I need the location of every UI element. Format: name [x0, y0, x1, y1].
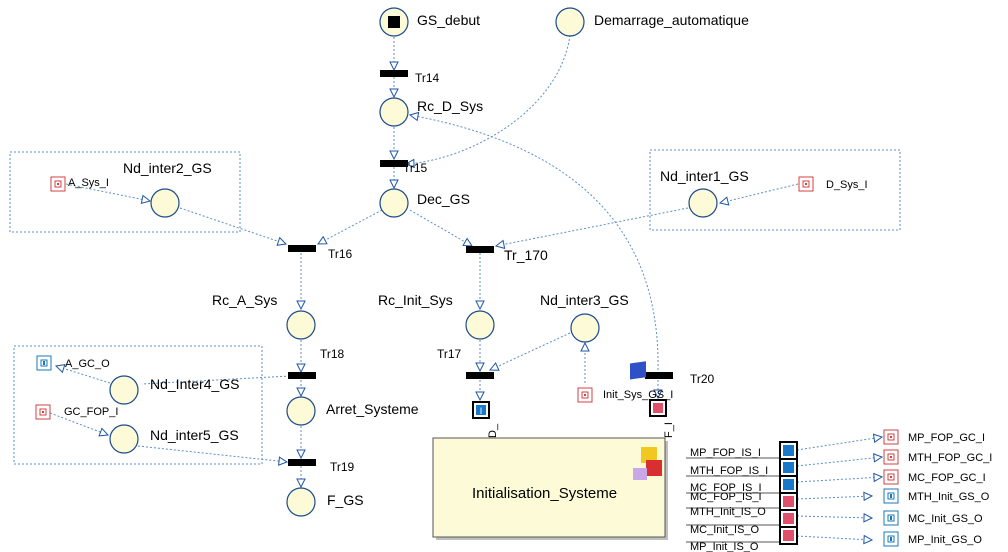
block-out-port-icon[interactable]	[779, 492, 798, 511]
block-in-port-icon[interactable]	[779, 458, 798, 477]
place-rc-a-sys-label: Rc_A_Sys	[212, 292, 277, 308]
port-gc-fop-i-label: GC_FOP_I	[64, 406, 118, 418]
place-rc-d-sys-label: Rc_D_Sys	[417, 98, 483, 114]
transition-tr14[interactable]	[380, 70, 408, 77]
place-nd-inter1-label: Nd_inter1_GS	[660, 168, 749, 184]
place-nd-inter4[interactable]	[109, 375, 139, 405]
external-out-label: MC_Init_GS_O	[908, 513, 983, 525]
block-initialisation[interactable]: Initialisation_Systeme I D_ F_I MP_FOP_I…	[432, 361, 798, 552]
transition-tr170-label: Tr_170	[504, 247, 548, 263]
transition-tr16[interactable]	[288, 245, 316, 252]
output-port-icon[interactable]	[883, 531, 899, 547]
port-init-sys-gs-i-label: Init_Sys_GS_I	[603, 389, 673, 401]
place-nd-inter2-label: Nd_inter2_GS	[123, 160, 212, 176]
arcs	[49, 34, 882, 540]
block-input-label: MC_FOP_IS_I	[690, 482, 762, 494]
place-dec-gs-label: Dec_GS	[417, 191, 470, 207]
input-port-icon[interactable]	[883, 449, 899, 465]
output-port-icon[interactable]	[883, 488, 899, 504]
external-in-label: MP_FOP_GC_I	[908, 432, 985, 444]
output-port-icon[interactable]	[36, 355, 52, 371]
port-d-sys-i-label: D_Sys_I	[826, 179, 868, 191]
input-port-icon[interactable]	[577, 387, 593, 403]
transition-tr16-label: Tr16	[328, 247, 353, 261]
block-d-port-label: D_	[487, 423, 499, 438]
transition-tr17[interactable]	[466, 372, 494, 379]
place-rc-init-sys-label: Rc_Init_Sys	[378, 292, 453, 308]
place-rc-a-sys[interactable]	[286, 310, 316, 340]
block-body[interactable]	[432, 437, 666, 538]
place-rc-init-sys[interactable]	[465, 310, 495, 340]
input-port-icon[interactable]	[883, 469, 899, 485]
input-port-icon[interactable]	[50, 176, 66, 192]
block-input-label: MP_FOP_IS_I	[690, 447, 761, 459]
place-demarrage[interactable]	[555, 7, 585, 37]
token-icon	[388, 16, 400, 28]
block-output-label: MC_FOP_IS_I	[690, 491, 762, 503]
transition-tr20[interactable]	[645, 372, 673, 379]
ports: A_Sys_I D_Sys_I A_GC_O GC_FOP_I Init	[35, 176, 868, 420]
block-out-port-icon[interactable]	[779, 526, 798, 545]
external-in-label: MTH_FOP_GC_I	[908, 452, 992, 464]
place-nd-inter4-label: Nd_Inter4_GS	[150, 376, 240, 392]
zone-inter45	[13, 345, 263, 465]
transition-tr20-label: Tr20	[690, 372, 715, 386]
port-a-gc-o-label: A_GC_O	[65, 358, 110, 370]
transition-tr19-label: Tr19	[330, 460, 355, 474]
block-f-port-icon[interactable]	[649, 399, 667, 417]
place-demarrage-label: Demarrage_automatique	[594, 12, 749, 28]
place-f-gs-label: F_GS	[327, 492, 364, 508]
external-in-label: MC_FOP_GC_I	[908, 472, 986, 484]
transition-tr17-label: Tr17	[437, 347, 462, 361]
cubes-icon	[630, 361, 662, 480]
external-out-label: MTH_Init_GS_O	[908, 491, 990, 503]
place-nd-inter5-label: Nd_inter5_GS	[150, 427, 239, 443]
place-nd-inter2[interactable]	[150, 188, 180, 218]
transition-tr15[interactable]	[380, 160, 408, 167]
block-in-port-icon[interactable]	[779, 441, 798, 460]
zone-inter1	[649, 149, 901, 231]
block-f-port-label: F_I	[663, 422, 675, 438]
place-nd-inter5[interactable]	[109, 424, 139, 454]
transition-tr14-label: Tr14	[415, 71, 440, 85]
transition-tr15-label: Tr15	[403, 161, 428, 175]
zone-inter2	[9, 151, 241, 233]
svg-text:I: I	[480, 406, 483, 416]
place-arret[interactable]	[286, 396, 316, 426]
place-nd-inter1[interactable]	[688, 188, 718, 218]
place-gs-debut-label: GS_debut	[417, 12, 480, 28]
places: GS_debut Demarrage_automatique Rc_D_Sys …	[109, 7, 749, 517]
block-out-port-icon[interactable]	[779, 509, 798, 528]
transition-tr19[interactable]	[288, 459, 316, 466]
block-d-port-icon[interactable]: I	[472, 401, 490, 419]
block-output-label: MTH_Init_IS_O	[690, 506, 766, 518]
external-ports: MP_FOP_GC_I MTH_FOP_GC_I MC_FOP_GC_I MTH…	[883, 429, 992, 547]
external-out-label: MP_Init_GS_O	[908, 534, 982, 546]
transition-tr170[interactable]	[466, 246, 494, 253]
block-title: Initialisation_Systeme	[472, 485, 617, 502]
place-f-gs[interactable]	[286, 487, 316, 517]
place-arret-label: Arret_Systeme	[326, 401, 419, 417]
place-nd-inter3[interactable]	[570, 313, 600, 343]
port-a-sys-i-label: A_Sys_I	[68, 177, 109, 189]
block-output-label: MC_Init_IS_O	[690, 524, 760, 536]
transition-tr18-label: Tr18	[320, 347, 345, 361]
block-input-label: MTH_FOP_IS_I	[690, 465, 768, 477]
transition-tr18[interactable]	[288, 372, 316, 379]
place-nd-inter3-label: Nd_inter3_GS	[540, 292, 629, 308]
input-port-icon[interactable]	[883, 429, 899, 445]
output-port-icon[interactable]	[883, 510, 899, 526]
place-dec-gs[interactable]	[379, 188, 409, 218]
transitions: Tr14 Tr15 Tr16 Tr_170 Tr18 Tr17 Tr20 Tr1…	[288, 70, 715, 474]
block-in-port-icon[interactable]	[779, 475, 798, 494]
input-port-icon[interactable]	[798, 176, 814, 192]
input-port-icon[interactable]	[35, 404, 51, 420]
block-output-label: MP_Init_IS_O	[690, 541, 759, 552]
place-rc-d-sys[interactable]	[379, 97, 409, 127]
